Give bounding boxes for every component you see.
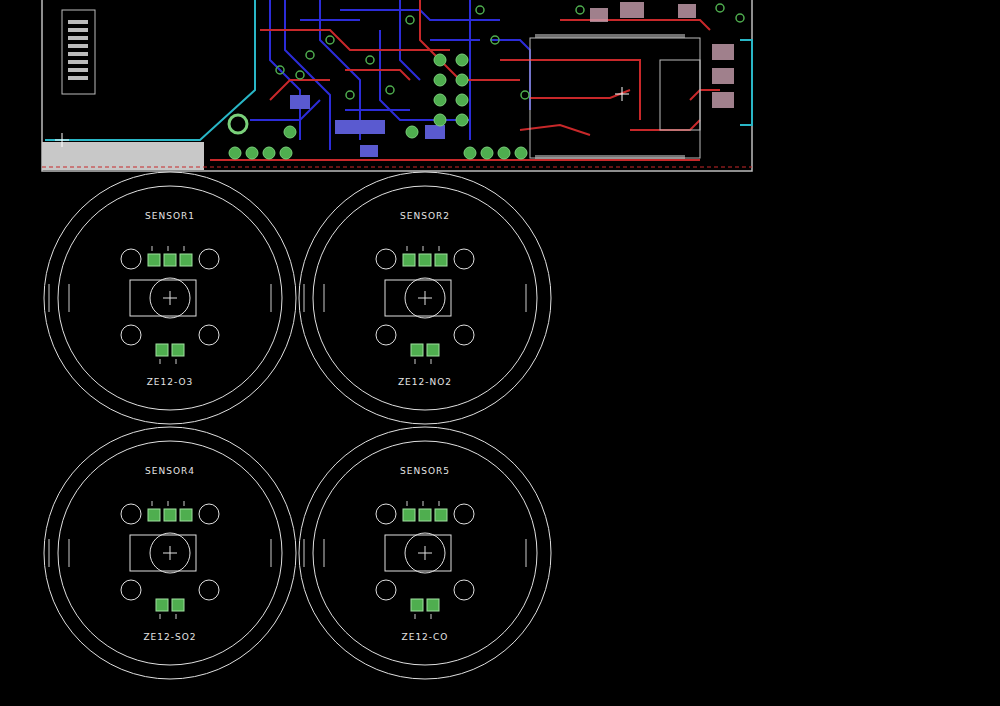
board-name: SENSOR2 [296, 210, 554, 222]
board-name: SENSOR4 [41, 465, 299, 477]
sensor-part-number: ZE12-CO [296, 631, 554, 643]
sensor-board: SENSOR1ZE12-O3 [41, 169, 299, 427]
sensor-board-outline [41, 169, 299, 427]
sensor-board: SENSOR2ZE12-NO2 [296, 169, 554, 427]
sensor-part-number: ZE12-O3 [41, 376, 299, 388]
sensor-board: SENSOR5ZE12-CO [296, 424, 554, 682]
board-name: SENSOR5 [296, 465, 554, 477]
sensor-part-number: ZE12-SO2 [41, 631, 299, 643]
board-name: SENSOR1 [41, 210, 299, 222]
sensor-board: SENSOR4ZE12-SO2 [41, 424, 299, 682]
sensor-board-outline [296, 169, 554, 427]
sensor-part-number: ZE12-NO2 [296, 376, 554, 388]
sensor-board-outline [41, 424, 299, 682]
sensor-board-outline [296, 424, 554, 682]
